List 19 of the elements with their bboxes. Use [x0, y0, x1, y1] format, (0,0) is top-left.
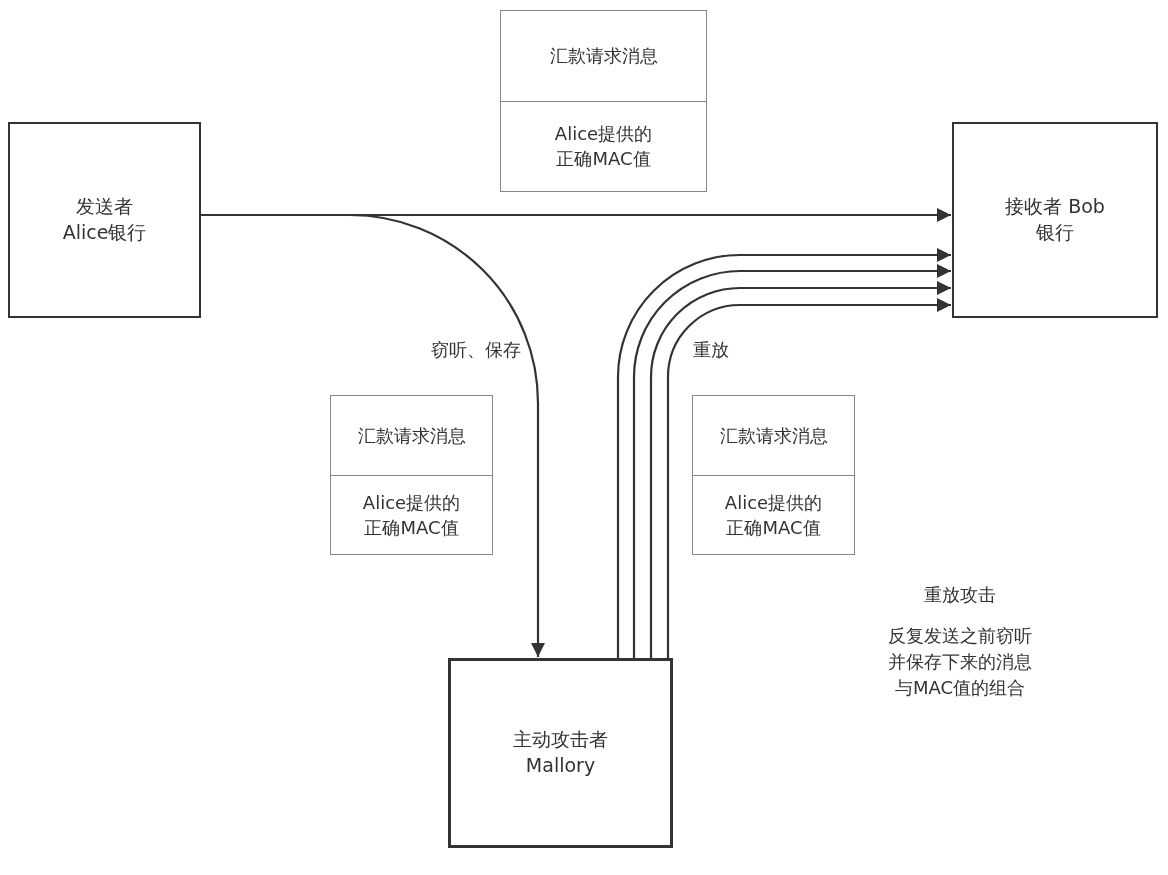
mac-text: Alice提供的正确MAC值 — [553, 122, 654, 172]
message-card — [500, 10, 707, 192]
caption-note: 反复发送之前窃听并保存下来的消息与MAC值的组合 — [887, 624, 1033, 701]
sender-box — [8, 122, 201, 318]
node-label: 接收者 Bob银行 — [1004, 194, 1106, 245]
receiver-box — [952, 122, 1158, 318]
node-label: 主动攻击者 Mallory — [512, 727, 609, 778]
edge-label: 重放 — [690, 338, 732, 362]
caption-title: 重放攻击 — [923, 583, 997, 607]
message-text: 汇款请求消息 — [549, 44, 658, 69]
attacker-box — [448, 658, 673, 848]
mac-text: Alice提供的正确MAC值 — [361, 490, 462, 540]
message-text: 汇款请求消息 — [719, 423, 828, 448]
edge-label: 窃听、保存 — [428, 338, 524, 362]
message-text: 汇款请求消息 — [357, 423, 466, 448]
message-card — [692, 395, 855, 555]
message-card — [330, 395, 493, 555]
mac-text: Alice提供的正确MAC值 — [723, 490, 824, 540]
node-label: 发送者 Alice银行 — [61, 194, 148, 245]
